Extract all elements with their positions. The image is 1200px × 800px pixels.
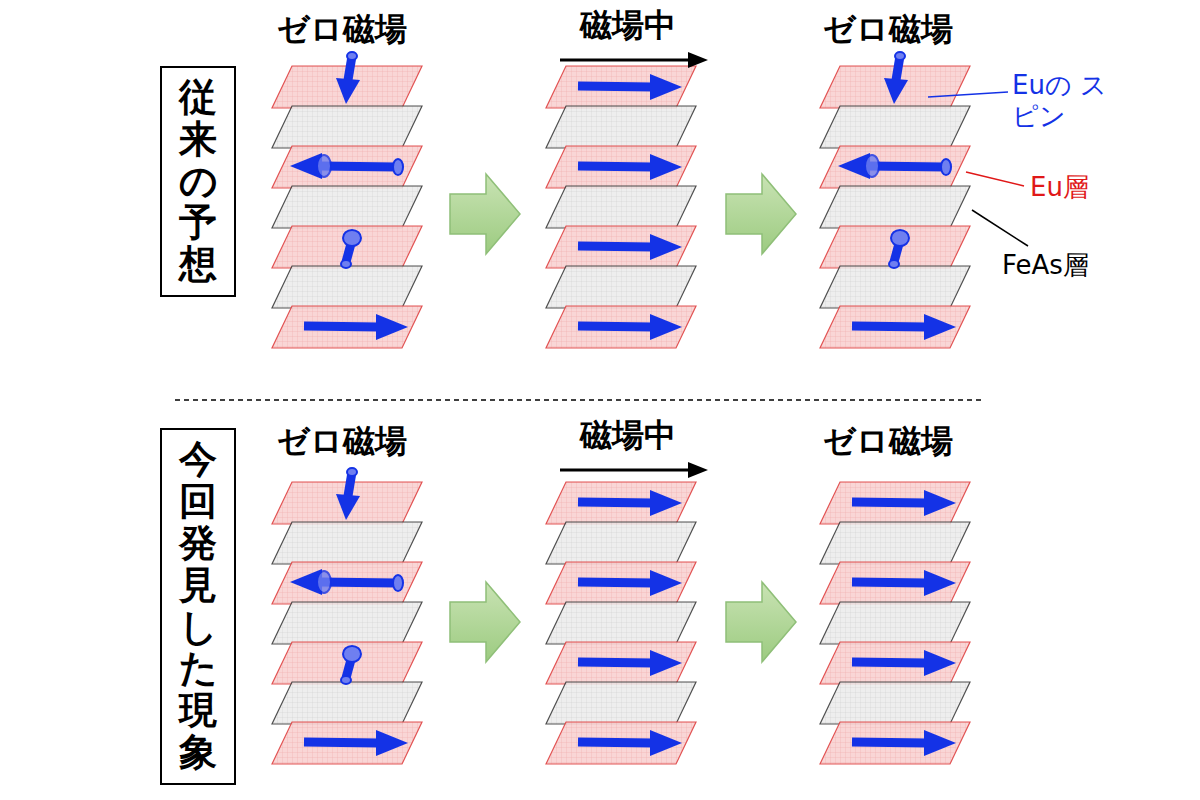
process-arrow [450, 582, 520, 662]
field-label: ゼロ磁場 [277, 422, 407, 460]
leader-line [966, 172, 1024, 186]
field-label: ゼロ磁場 [823, 10, 953, 48]
process-arrow [450, 174, 520, 254]
field-arrow [560, 462, 708, 478]
leader-line [972, 210, 1028, 246]
vertical-title-box: 今回発見した現象 [160, 428, 236, 785]
layer-stack [546, 66, 696, 348]
callout-label: FeAs層 [1002, 250, 1089, 281]
field-label: ゼロ磁場 [277, 10, 407, 48]
field-label: ゼロ磁場 [823, 422, 953, 460]
process-arrow [726, 582, 796, 662]
row-title: 従来の予想 [179, 77, 217, 286]
separator-line [175, 399, 985, 401]
layer-stack [272, 468, 422, 764]
leader-line [928, 92, 1008, 97]
row-title: 今回発見した現象 [179, 439, 217, 773]
vertical-title-box: 従来の予想 [160, 66, 236, 297]
field-label: 磁場中 [580, 6, 676, 44]
layer-stack [820, 482, 970, 764]
field-label: 磁場中 [580, 416, 676, 454]
process-arrow [726, 174, 796, 254]
layer-stack [546, 482, 696, 764]
field-arrow [560, 52, 708, 68]
callout-label: Euの スピン [1012, 70, 1120, 132]
layer-stack [272, 52, 422, 348]
callout-label: Eu層 [1030, 172, 1089, 203]
